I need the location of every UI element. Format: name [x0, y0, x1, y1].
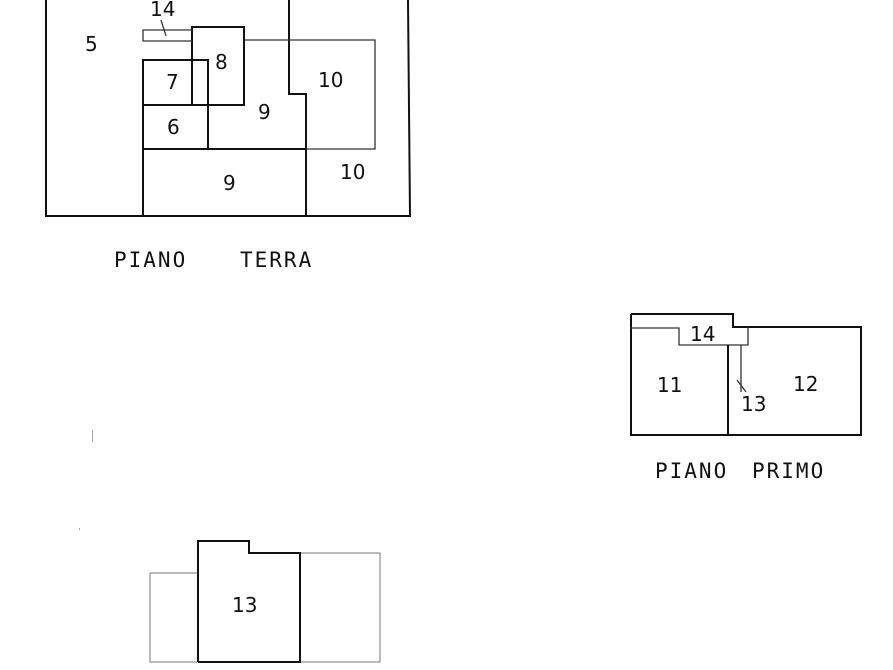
room-9-lower-label: 9	[223, 171, 236, 195]
room-9-upper-label: 9	[258, 100, 271, 124]
room-11-label: 11	[657, 373, 682, 397]
lower-plan-left-outline	[149, 572, 198, 663]
ground-floor-label-terra: TERRA	[240, 248, 313, 272]
room-7-label: 7	[166, 70, 179, 94]
room-13-leader-line	[736, 379, 747, 393]
lower-floor-plan: 13	[149, 540, 381, 663]
room-13-lower-outline	[197, 540, 301, 663]
room-13-lower-label: 13	[232, 593, 257, 617]
first-floor-label-primo: PRIMO	[752, 459, 825, 483]
room-14-first-outline	[631, 327, 749, 346]
first-floor-label-piano: PIANO	[655, 459, 728, 483]
room-10-upper-outline	[244, 39, 376, 150]
ground-floor-plan: 5 14 8 7 6 9 9 10 10 PIANO TERRA	[45, 0, 412, 272]
room-14-first-label: 14	[690, 322, 715, 346]
ground-floor-outer-wall	[45, 0, 412, 217]
room-8-label: 8	[215, 50, 228, 74]
room-6-label: 6	[167, 115, 180, 139]
room-14-leader-line	[160, 19, 167, 37]
first-floor-outer-wall	[630, 313, 862, 436]
room-14-ground-label: 14	[150, 0, 175, 21]
room-10-lower-label: 10	[340, 160, 365, 184]
room-5-label: 5	[85, 32, 98, 56]
ground-floor-partition-top	[288, 0, 307, 216]
room-13-first-label: 13	[741, 392, 766, 416]
scan-speck	[92, 430, 93, 442]
room-8-outline	[191, 26, 245, 106]
room-12-label: 12	[793, 372, 818, 396]
first-floor-plan: 14 11 12 13 PIANO PRIMO	[630, 313, 862, 483]
ground-floor-label-piano: PIANO	[114, 248, 187, 272]
room-14-ground-outline	[142, 29, 192, 42]
room-10-upper-label: 10	[318, 68, 343, 92]
scan-speck	[79, 528, 80, 530]
lower-plan-right-outline	[300, 552, 381, 663]
